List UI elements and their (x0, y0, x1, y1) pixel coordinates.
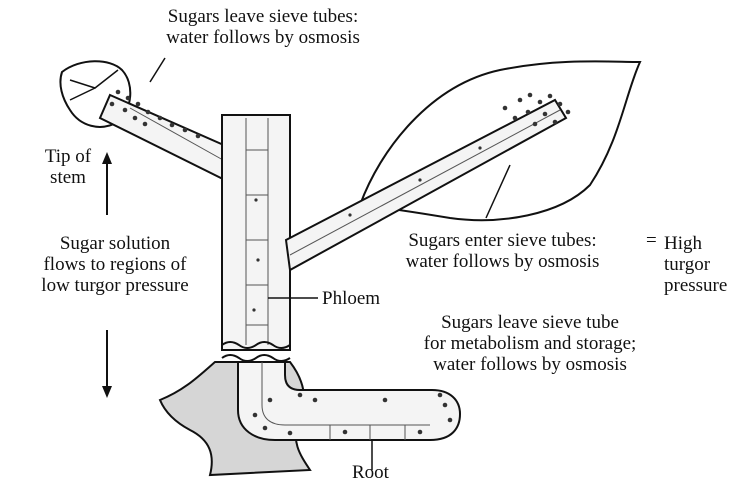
high-turgor-label: High turgor pressure (664, 233, 727, 296)
sugars-leave-top-label: Sugars leave sieve tubes: water follows … (118, 6, 408, 48)
label-line: water follows by osmosis (360, 251, 645, 272)
tip-of-stem-label: Tip of stem (28, 146, 108, 188)
label-line: flows to regions of (10, 254, 220, 275)
label-line: Sugars leave sieve tube (380, 312, 680, 333)
root-label: Root (352, 462, 389, 483)
sugars-enter-label: Sugars enter sieve tubes: water follows … (360, 230, 645, 272)
label-line: pressure (664, 275, 727, 296)
label-line: turgor (664, 254, 727, 275)
label-line: Tip of (28, 146, 108, 167)
label-line: for metabolism and storage; (380, 333, 680, 354)
label-line: High (664, 233, 727, 254)
sugar-solution-flows-label: Sugar solution flows to regions of low t… (10, 233, 220, 296)
sugars-leave-root-label: Sugars leave sieve tube for metabolism a… (380, 312, 680, 375)
label-line: water follows by osmosis (118, 27, 408, 48)
label-line: Sugars enter sieve tubes: (360, 230, 645, 251)
label-line: Sugar solution (10, 233, 220, 254)
label-line: low turgor pressure (10, 275, 220, 296)
upper-branch (100, 95, 235, 185)
equals-sign: = (646, 230, 657, 251)
top-label-pointer (150, 58, 165, 82)
label-line: water follows by osmosis (380, 354, 680, 375)
phloem-label: Phloem (322, 288, 380, 309)
label-line: Sugars leave sieve tubes: (118, 6, 408, 27)
label-line: stem (28, 167, 108, 188)
